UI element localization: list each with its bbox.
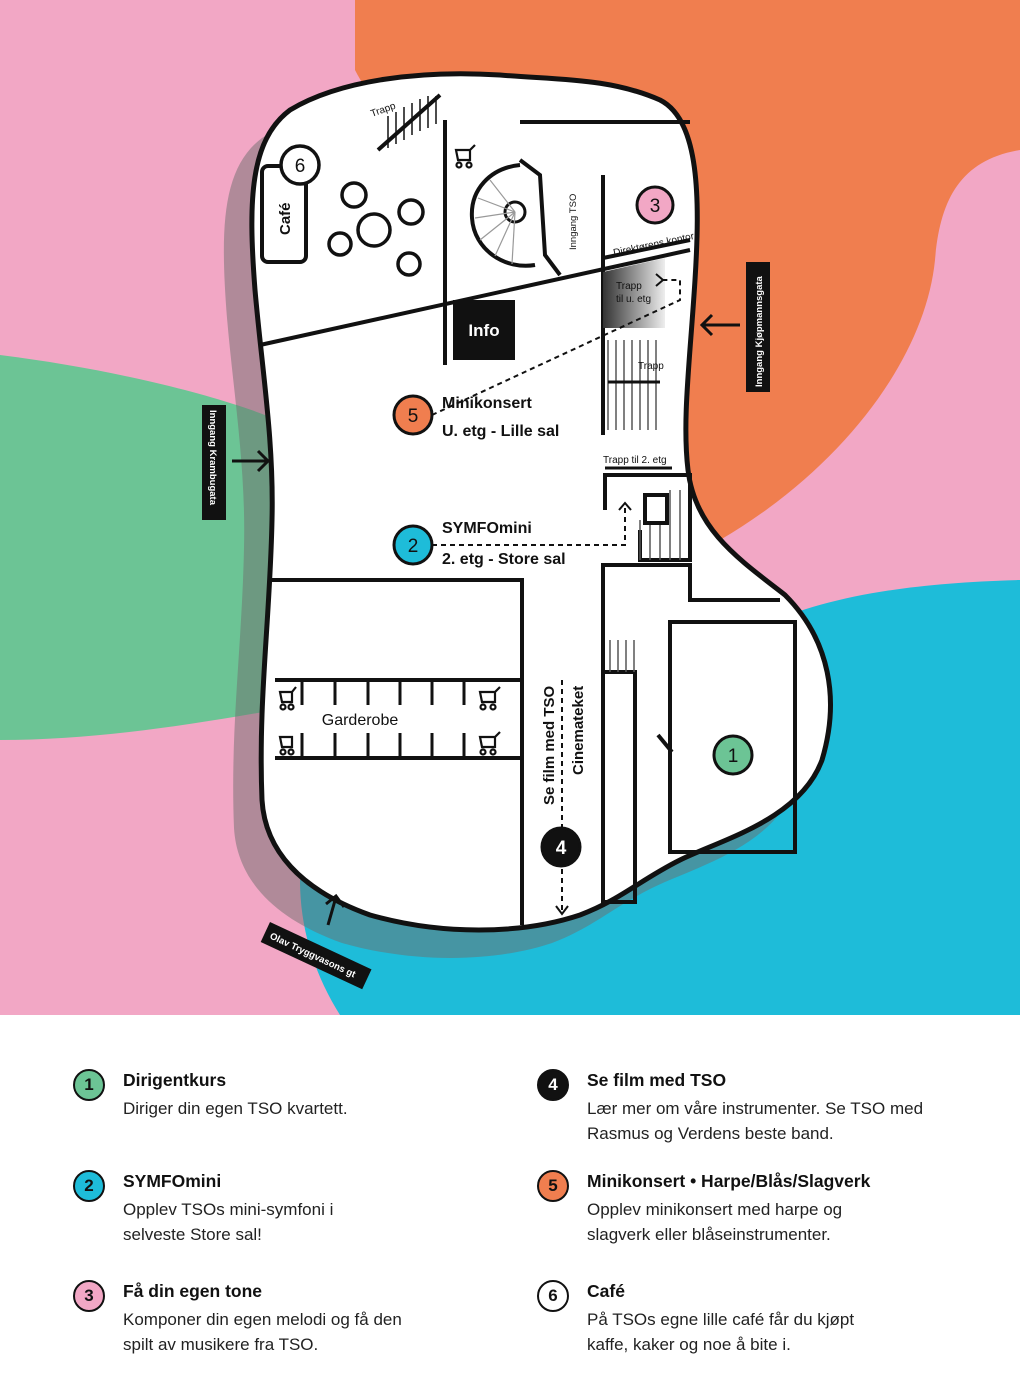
cinemateket-label: Cinemateket: [570, 686, 587, 775]
wall-garderobe: [272, 578, 524, 925]
marker-3-number: 3: [650, 196, 661, 217]
spiral-stair-wall: [518, 158, 562, 277]
spiral-stair: [469, 163, 536, 268]
legend-title: Se film med TSO: [587, 1070, 727, 1090]
trapp-u-etg-label-1: Trapp: [616, 281, 642, 292]
arrow-olav: [326, 896, 338, 926]
hall-room-1: [668, 620, 797, 854]
marker-2[interactable]: 2: [392, 524, 434, 566]
wall-lower-right: [601, 563, 780, 820]
building-outline: [249, 71, 833, 933]
legend-badge-1: 1: [73, 1069, 105, 1101]
marker-1-number: 1: [728, 746, 739, 767]
legend-title: Dirigentkurs: [123, 1070, 227, 1090]
trapp-u-etg-label-2: til u. etg: [616, 294, 651, 305]
inngang-tso-label: Inngang TSO: [568, 194, 579, 250]
marker-5[interactable]: 5: [392, 394, 434, 436]
sign-kjopmannsgata: [746, 262, 770, 392]
legend-text: På TSOs egne lille café får du kjøpt kaf…: [587, 1310, 855, 1354]
stroller-icon: [278, 735, 295, 756]
sign-krambugata: [202, 405, 226, 520]
sign-kram-label: Inngang Krambugata: [207, 410, 218, 506]
dash-symfomini: [432, 505, 626, 546]
se-film-label: Se film med TSO: [541, 685, 558, 805]
legend-text: Opplev minikonsert med harpe og slagverk…: [587, 1200, 843, 1244]
marker-6-number: 6: [295, 156, 306, 177]
minikonsert-label-2: U. etg - Lille sal: [442, 423, 559, 440]
direktor-wall: [602, 238, 691, 260]
legend-title: Café: [587, 1281, 625, 1301]
sign-kjop-label: Inngang Kjøpmannsgata: [754, 275, 765, 387]
trapp-2etg-label: Trapp til 2. etg: [603, 455, 667, 466]
stroller-icon: [478, 731, 501, 756]
corridor-right: [601, 670, 637, 904]
stroller-icon: [454, 144, 476, 169]
marker-5-number: 5: [408, 406, 419, 427]
symfomini-label-1: SYMFOmini: [442, 520, 532, 537]
legend-badge-4: 4: [537, 1069, 569, 1101]
marker-4-number: 4: [556, 838, 567, 859]
legend-badge-5: 5: [537, 1170, 569, 1202]
marker-3[interactable]: 3: [635, 185, 675, 225]
trapp-right-label: Trapp: [638, 361, 664, 372]
garderobe-label: Garderobe: [322, 712, 399, 729]
stair-to-basement: [603, 258, 665, 328]
stair-landing: [643, 493, 669, 525]
legend-badge-2: 2: [73, 1170, 105, 1202]
sign-olav: [260, 922, 372, 990]
marker-2-number: 2: [408, 536, 419, 557]
legend-text: Diriger din egen TSO kvartett.: [123, 1099, 348, 1118]
cafe-tables: [327, 181, 425, 277]
cafe-label: Café: [277, 202, 294, 235]
legend-text: Komponer din egen melodi og få den spilt…: [123, 1310, 402, 1354]
marker-4[interactable]: 4: [540, 826, 582, 868]
info-desk: [453, 300, 515, 360]
legend-text: Lær mer om våre instrumenter. Se TSO med…: [587, 1099, 924, 1143]
minikonsert-label-1: Minikonsert: [442, 395, 532, 412]
legend-title: SYMFOmini: [123, 1171, 222, 1191]
legend-badge-6: 6: [537, 1280, 569, 1312]
info-label: Info: [468, 321, 499, 340]
legend-text: Opplev TSOs mini-symfoni i selveste Stor…: [123, 1200, 334, 1244]
marker-1[interactable]: 1: [712, 734, 754, 776]
legend: 1 Dirigentkurs Diriger din egen TSO kvar…: [0, 1015, 1020, 1382]
floor-map: Café Info Trapp Inngang TSO Direktørens …: [0, 0, 1020, 1015]
stroller-icon: [278, 686, 297, 711]
legend-title: Minikonsert • Harpe/Blås/Slagverk: [587, 1171, 871, 1191]
stroller-icon: [478, 686, 501, 711]
legend-badge-3: 3: [73, 1280, 105, 1312]
dash-minikonsert: [431, 279, 681, 416]
door-line: [656, 733, 674, 754]
symfomini-label-2: 2. etg - Store sal: [442, 551, 566, 568]
wall-upper: [259, 248, 691, 347]
legend-title: Få din egen tone: [123, 1281, 263, 1301]
marker-6[interactable]: 6: [279, 144, 321, 186]
